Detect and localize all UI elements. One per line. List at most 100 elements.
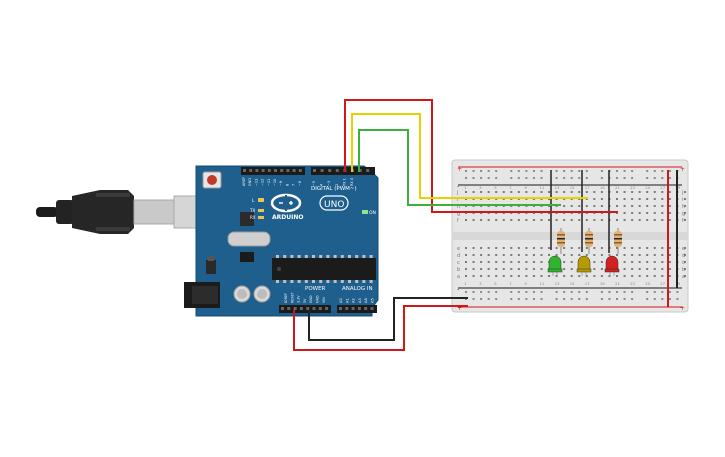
header-pin[interactable] [261, 169, 265, 172]
header-pin[interactable] [328, 169, 332, 172]
rail-minus-label-bottom: - [457, 286, 459, 293]
resistor-3[interactable] [614, 228, 622, 254]
terminal-hole [661, 247, 664, 249]
terminal-hole [465, 247, 467, 249]
column-number: 25 [645, 281, 650, 286]
terminal-hole [646, 254, 649, 256]
header-pin[interactable] [298, 169, 302, 172]
header-pin[interactable] [313, 169, 316, 172]
reset-button[interactable] [207, 175, 217, 185]
terminal-hole [631, 198, 634, 200]
terminal-hole [540, 191, 543, 193]
row-letter: j [681, 190, 683, 196]
header-pin[interactable] [366, 169, 370, 172]
header-pin[interactable] [287, 307, 291, 310]
header-pin[interactable] [292, 169, 296, 172]
row-letter: c [457, 260, 460, 266]
led-yellow[interactable] [576, 255, 592, 276]
terminal-hole [593, 219, 596, 221]
resistor-2-band-3 [585, 242, 593, 244]
rail-hole [555, 177, 558, 179]
row-letter: a [457, 274, 460, 280]
leds[interactable] [547, 255, 620, 276]
chip-leg [355, 280, 359, 283]
terminal-hole [653, 254, 656, 256]
header-pin[interactable] [280, 169, 284, 172]
terminal-hole [502, 254, 505, 256]
wire-red-5v[interactable] [293, 305, 468, 351]
header-pin[interactable] [255, 169, 259, 172]
terminal-hole [593, 261, 596, 263]
rail-hole [661, 298, 664, 300]
terminal-hole [487, 275, 490, 277]
terminal-hole [480, 275, 483, 277]
wire-green-pin11[interactable] [358, 129, 561, 206]
chip-leg [297, 280, 301, 283]
terminal-hole [653, 191, 656, 193]
header-pin[interactable] [312, 307, 316, 310]
header-pin[interactable] [351, 307, 355, 310]
terminal-hole [646, 261, 649, 263]
terminal-hole [623, 212, 626, 214]
terminal-hole [540, 261, 543, 263]
header-pin[interactable] [335, 169, 339, 172]
header-pin[interactable] [281, 307, 284, 310]
header-pin[interactable] [339, 307, 342, 310]
power-pin-label: GND [309, 295, 313, 303]
header-pin[interactable] [293, 307, 297, 310]
header-pin[interactable] [325, 307, 329, 310]
resistor-2[interactable] [585, 228, 593, 254]
header-pin[interactable] [318, 307, 322, 310]
header-pin[interactable] [306, 307, 310, 310]
arduino-logo: ARDUINO UNO [270, 193, 349, 221]
wire-yellow-pin12[interactable] [351, 113, 588, 199]
wire-black-gnd[interactable] [308, 297, 468, 341]
row-letter: g [682, 211, 685, 217]
rail-hole [532, 177, 535, 179]
terminal-hole [480, 254, 483, 256]
terminal-hole [585, 219, 588, 221]
rail-hole [631, 170, 634, 172]
terminal-hole [683, 254, 686, 256]
rail-hole [517, 170, 520, 172]
header-pin[interactable] [274, 169, 277, 172]
header-pin[interactable] [267, 169, 271, 172]
led-circuit[interactable] [547, 170, 678, 307]
wire-red-pin13[interactable] [344, 99, 618, 213]
column-number: 27 [660, 185, 665, 190]
terminal-hole [668, 268, 671, 270]
led-body [548, 255, 562, 271]
header-pin[interactable] [243, 169, 246, 172]
terminal-hole [661, 219, 664, 221]
terminal-hole [661, 275, 664, 277]
usb-cable[interactable] [36, 190, 199, 234]
header-pin[interactable] [370, 307, 374, 310]
terminal-hole [631, 205, 634, 207]
terminal-hole [631, 261, 634, 263]
chip-leg [340, 255, 344, 258]
terminal-hole [638, 261, 641, 263]
header-pin[interactable] [364, 307, 368, 310]
header-pin[interactable] [286, 169, 290, 172]
header-pin[interactable] [299, 307, 303, 310]
analog-label: ANALOG IN [342, 286, 373, 292]
rail-hole [585, 177, 588, 179]
led-red[interactable] [604, 255, 620, 276]
wires[interactable] [293, 99, 618, 351]
header-pin[interactable] [345, 307, 349, 310]
header-pin[interactable] [357, 307, 361, 310]
header-pin[interactable] [320, 169, 324, 172]
analog-pin-label: A4 [364, 298, 368, 303]
terminal-hole [495, 268, 498, 270]
top-pin-label: ~5 [312, 181, 316, 186]
header-pin[interactable] [249, 169, 253, 172]
led-green[interactable] [547, 255, 563, 276]
model-badge [319, 195, 349, 211]
rail-hole [487, 177, 490, 179]
rail-hole [563, 291, 566, 293]
header-pin[interactable] [358, 169, 362, 172]
resistor-1[interactable] [557, 228, 565, 254]
rail-hole [563, 177, 566, 179]
